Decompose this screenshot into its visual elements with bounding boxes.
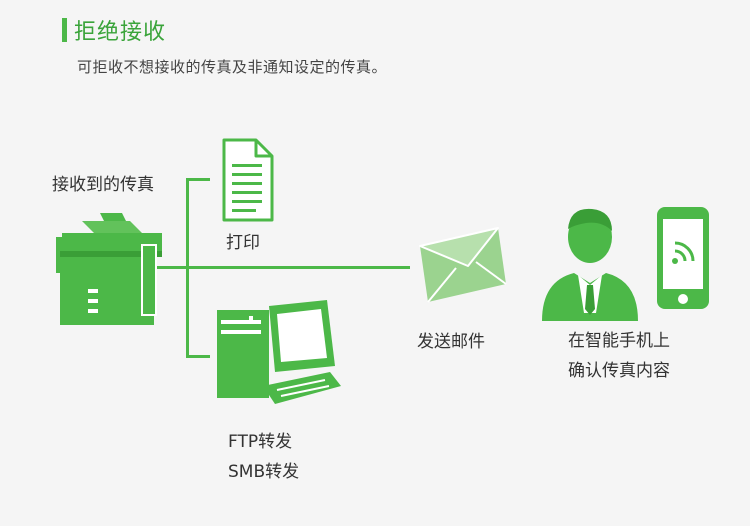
print-label: 打印 — [226, 233, 260, 253]
ftp-forward-label: FTP转发 — [228, 432, 293, 452]
smartphone-label-line2: 确认传真内容 — [568, 361, 670, 381]
received-fax-label: 接收到的传真 — [52, 175, 154, 195]
connector-pc-branch — [186, 355, 210, 358]
document-icon — [222, 138, 274, 222]
smb-forward-label: SMB转发 — [228, 462, 300, 482]
person-icon — [542, 208, 638, 321]
envelope-icon — [419, 227, 507, 303]
computer-icon — [217, 300, 341, 404]
smartphone-icon — [657, 207, 709, 309]
page-subtitle: 可拒收不想接收的传真及非通知设定的传真。 — [77, 58, 388, 76]
title-accent-bar — [62, 18, 67, 42]
printer-icon — [56, 213, 162, 325]
forward-labels: FTP转发 SMB转发 — [228, 427, 299, 487]
page-title: 拒绝接收 — [74, 20, 167, 45]
send-email-label: 发送邮件 — [417, 332, 485, 352]
smartphone-label-line1: 在智能手机上 — [568, 331, 670, 351]
smartphone-labels: 在智能手机上 确认传真内容 — [568, 326, 670, 386]
connector-print-branch — [186, 178, 210, 181]
connector-main — [150, 266, 410, 269]
